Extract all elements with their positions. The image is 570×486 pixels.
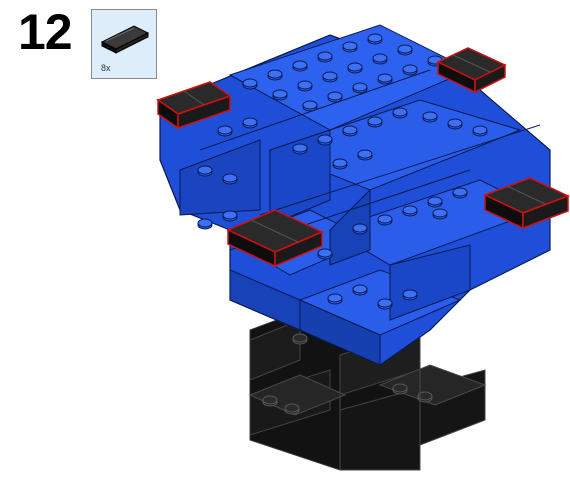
lego-model-illustration bbox=[0, 0, 570, 486]
